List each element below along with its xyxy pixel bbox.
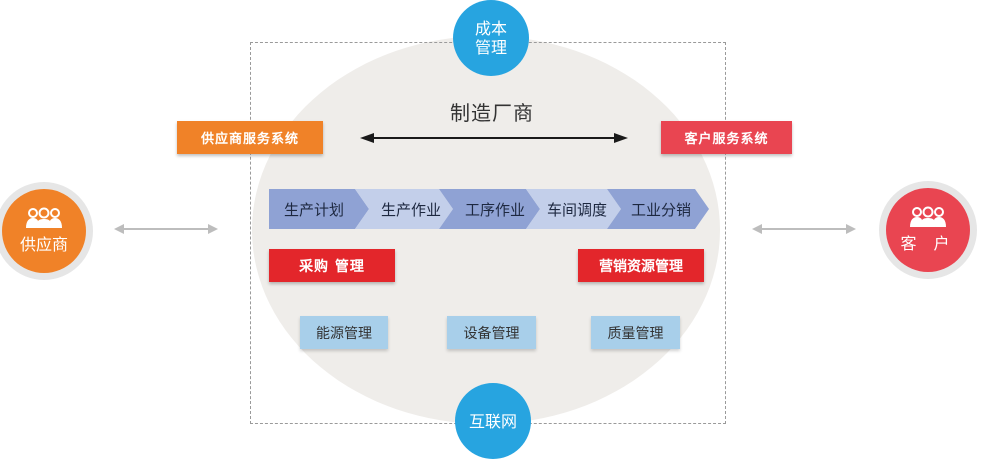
cost-management-line1: 成本 <box>474 19 507 38</box>
cost-management-line2: 管理 <box>474 38 507 57</box>
process-step-1: 生产计划 <box>283 200 344 219</box>
customer-service-system: 客户服务系统 <box>661 121 792 154</box>
marketing-resource-management: 营销资源管理 <box>578 249 704 282</box>
supplier-label: 供应商 <box>19 235 68 254</box>
supplier-service-system: 供应商服务系统 <box>177 121 323 154</box>
customer-node: 客 户 <box>879 181 977 279</box>
equipment-management: 设备管理 <box>447 316 536 349</box>
manufacturer-title: 制造厂商 <box>450 101 534 125</box>
supplier-link-arrow <box>114 224 218 234</box>
supplier-node: 供应商 <box>0 182 93 280</box>
process-step-4: 车间调度 <box>546 200 607 219</box>
manufacturer-ellipse <box>252 36 720 424</box>
process-step-2: 生产作业 <box>380 200 441 219</box>
internet-circle: 互联网 <box>455 383 531 459</box>
quality-management: 质量管理 <box>591 316 680 349</box>
customer-label: 客 户 <box>900 234 956 253</box>
process-step-3: 工序作业 <box>464 200 525 219</box>
people-group-icon <box>26 207 62 228</box>
customer-circle: 客 户 <box>886 188 970 272</box>
process-step-5: 工业分销 <box>630 200 691 219</box>
process-chevrons <box>269 189 709 229</box>
process-chain: 生产计划 生产作业 工序作业 车间调度 工业分销 <box>269 189 709 229</box>
people-group-icon <box>910 206 946 227</box>
energy-management: 能源管理 <box>300 316 388 349</box>
cost-management-circle: 成本 管理 <box>453 0 529 76</box>
supplier-circle: 供应商 <box>2 189 86 273</box>
procurement-management: 采购 管理 <box>269 249 395 282</box>
customer-link-arrow <box>752 224 856 234</box>
double-arrow-icon <box>360 133 628 143</box>
internet-label: 互联网 <box>468 411 517 431</box>
